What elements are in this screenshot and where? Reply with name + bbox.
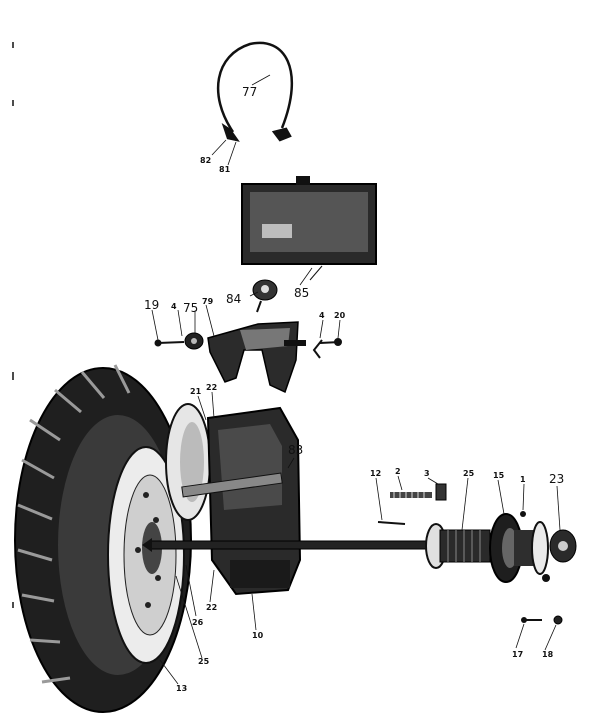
callout-3: 3 bbox=[424, 469, 430, 478]
part-17-bolt bbox=[521, 617, 542, 623]
part-15-gear bbox=[489, 513, 536, 583]
callout-75: 75 bbox=[183, 301, 198, 315]
callout-12: 12 bbox=[370, 469, 381, 478]
part-19-bolt bbox=[154, 339, 185, 347]
callout-25-top: 25 bbox=[463, 469, 475, 478]
callout-18: 18 bbox=[542, 650, 554, 659]
callout-19: 19 bbox=[144, 298, 159, 312]
callout-26: 26 bbox=[192, 618, 204, 627]
callout-77: 77 bbox=[242, 85, 257, 99]
callout-4-left: 4 bbox=[171, 302, 177, 311]
part-13-tire bbox=[14, 364, 192, 713]
callout-leaders bbox=[151, 74, 561, 685]
part-23-hub-cap bbox=[531, 521, 577, 582]
part-21-disc bbox=[165, 403, 211, 521]
callout-81: 81 bbox=[219, 165, 231, 174]
callout-22-bottom: 22 bbox=[206, 603, 217, 612]
callout-82: 82 bbox=[200, 156, 211, 165]
callout-17: 17 bbox=[512, 650, 523, 659]
part-79-bracket bbox=[207, 321, 306, 394]
part-3-key bbox=[435, 483, 447, 501]
callout-1: 1 bbox=[520, 475, 526, 484]
part-1-screw bbox=[520, 511, 526, 517]
part-20-pin bbox=[312, 338, 342, 359]
callout-20: 20 bbox=[334, 311, 346, 320]
part-2-spring bbox=[390, 492, 432, 498]
callout-10: 10 bbox=[252, 631, 264, 640]
part-84-clamp bbox=[252, 279, 278, 313]
callout-23: 23 bbox=[549, 472, 564, 486]
callout-15: 15 bbox=[493, 471, 505, 480]
callout-79: 79 bbox=[202, 297, 214, 306]
callout-85: 85 bbox=[294, 286, 309, 300]
callout-13: 13 bbox=[176, 684, 187, 693]
part-77-wire-bail bbox=[216, 41, 293, 142]
part-85-box bbox=[241, 176, 377, 281]
callout-25-bottom: 25 bbox=[198, 657, 210, 666]
part-12-pin bbox=[377, 521, 406, 525]
part-25-collar bbox=[425, 523, 491, 569]
callout-84: 84 bbox=[226, 292, 241, 306]
callout-21: 21 bbox=[190, 387, 202, 396]
callout-4-right: 4 bbox=[319, 311, 325, 320]
callout-2: 2 bbox=[395, 467, 401, 476]
part-75-nut bbox=[184, 332, 204, 350]
part-18-nut bbox=[553, 615, 563, 625]
callout-22-top: 22 bbox=[206, 383, 217, 392]
callout-83: 83 bbox=[288, 443, 303, 457]
